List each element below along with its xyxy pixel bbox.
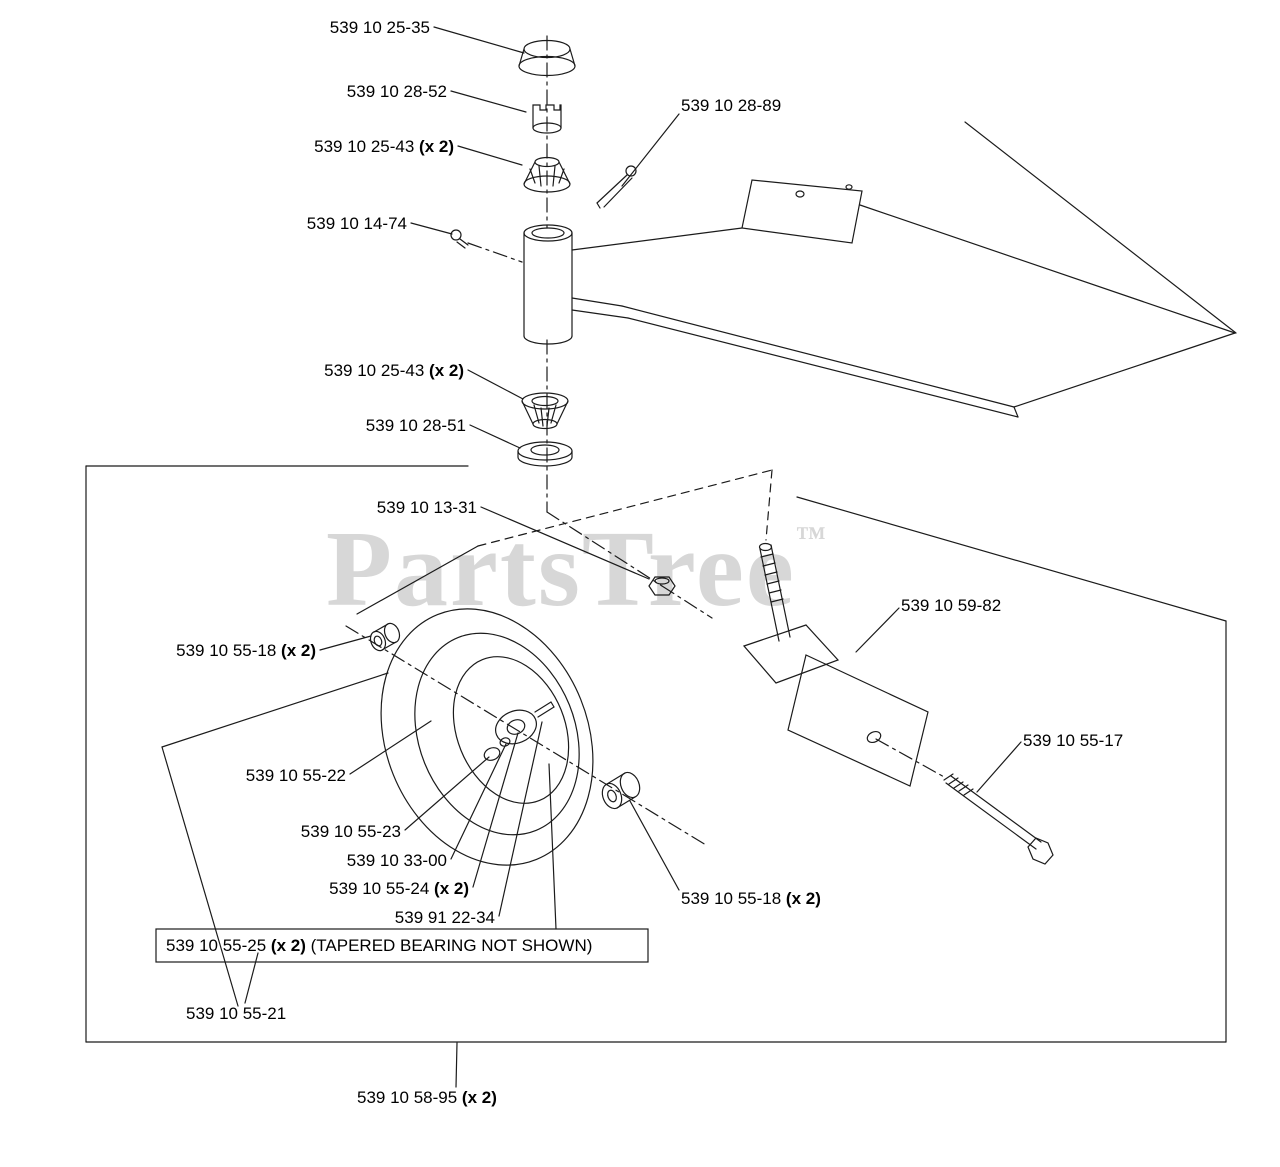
part-number: 539 10 25-43	[324, 361, 425, 380]
spindle-tube-drawing	[523, 224, 573, 345]
grease-fitting-drawing	[450, 229, 469, 249]
castle-nut-drawing	[532, 104, 562, 134]
part-label-539-10-55-25[interactable]: 539 10 55-25 (x 2) (TAPERED BEARING NOT …	[166, 936, 592, 956]
panel-border	[85, 465, 1227, 1043]
part-label-539-10-55-23[interactable]: 539 10 55-23	[251, 822, 401, 842]
part-number: 539 10 25-35	[329, 18, 430, 37]
part-label-539-10-55-22[interactable]: 539 10 55-22	[196, 766, 346, 786]
part-number: 539 10 55-25	[166, 936, 267, 955]
part-qty: (x 2)	[429, 879, 469, 898]
part-number: 539 10 13-31	[376, 498, 477, 517]
part-number: 539 10 14-74	[306, 214, 407, 233]
watermark-text: PartsTree	[326, 510, 796, 629]
note-box	[155, 928, 649, 963]
part-number: 539 10 55-23	[300, 822, 401, 841]
part-label-539-10-14-74[interactable]: 539 10 14-74	[257, 214, 407, 234]
part-label-539-10-55-21[interactable]: 539 10 55-21	[186, 1004, 286, 1024]
part-number: 539 10 55-22	[245, 766, 346, 785]
part-qty: (x 2)	[414, 137, 454, 156]
part-number: 539 91 22-34	[394, 908, 495, 927]
part-label-539-10-55-24[interactable]: 539 10 55-24 (x 2)	[299, 879, 469, 899]
part-label-539-10-28-89[interactable]: 539 10 28-89	[681, 96, 781, 116]
part-number: 539 10 33-00	[346, 851, 447, 870]
watermark: PartsTree™	[326, 508, 826, 632]
part-label-539-10-25-43-a[interactable]: 539 10 25-43 (x 2)	[274, 137, 454, 157]
part-number: 539 10 55-21	[186, 1004, 287, 1023]
part-number: 539 10 28-52	[346, 82, 447, 101]
part-number: 539 10 58-95	[357, 1088, 458, 1107]
part-number: 539 10 55-18	[681, 889, 782, 908]
part-qty: (x 2)	[781, 889, 821, 908]
part-label-539-10-33-00[interactable]: 539 10 33-00	[297, 851, 447, 871]
dust-cap-drawing	[518, 39, 576, 77]
frame-bracket-drawing	[571, 121, 1237, 418]
bushing-right-drawing	[601, 771, 641, 810]
part-label-539-10-59-82[interactable]: 539 10 59-82	[901, 596, 1001, 616]
part-label-539-10-58-95[interactable]: 539 10 58-95 (x 2)	[357, 1088, 497, 1108]
part-qty: (x 2)	[424, 361, 464, 380]
part-label-539-10-55-18-a[interactable]: 539 10 55-18 (x 2)	[146, 641, 316, 661]
wheel-drawing	[380, 608, 594, 866]
hidden-edge-lines	[356, 469, 773, 615]
center-axes	[345, 35, 947, 846]
part-number: 539 10 28-51	[365, 416, 466, 435]
axle-bolt-drawing	[943, 773, 1054, 865]
part-label-539-10-55-17[interactable]: 539 10 55-17	[1023, 731, 1123, 751]
part-number: 539 10 55-24	[329, 879, 430, 898]
part-number: 539 10 55-18	[176, 641, 277, 660]
part-number: 539 10 28-89	[681, 96, 782, 115]
part-label-539-10-25-35[interactable]: 539 10 25-35	[280, 18, 430, 38]
leader-lines	[244, 26, 1022, 1088]
seal-drawing	[517, 441, 573, 467]
part-number: 539 10 59-82	[901, 596, 1002, 615]
part-number: 539 10 55-17	[1023, 731, 1124, 750]
stem-nut-drawing	[648, 576, 676, 596]
part-label-539-10-13-31[interactable]: 539 10 13-31	[327, 498, 477, 518]
part-label-539-10-55-18-b[interactable]: 539 10 55-18 (x 2)	[681, 889, 821, 909]
part-number: 539 10 25-43	[314, 137, 415, 156]
bearing-cone-lower-drawing	[521, 392, 569, 430]
part-label-539-91-22-34[interactable]: 539 91 22-34	[345, 908, 495, 928]
part-qty: (x 2)	[276, 641, 316, 660]
part-qty: (x 2)	[457, 1088, 497, 1107]
part-note: (TAPERED BEARING NOT SHOWN)	[305, 936, 593, 955]
part-label-539-10-28-51[interactable]: 539 10 28-51	[316, 416, 466, 436]
part-label-539-10-28-52[interactable]: 539 10 28-52	[297, 82, 447, 102]
part-qty: (x 2)	[266, 936, 306, 955]
bushing-left-drawing	[369, 622, 401, 652]
trademark-symbol: ™	[795, 521, 826, 554]
bearing-cone-upper-drawing	[523, 156, 571, 193]
cotter-pin-drawing	[596, 165, 637, 209]
part-label-539-10-25-43-b[interactable]: 539 10 25-43 (x 2)	[284, 361, 464, 381]
caster-fork-drawing	[742, 542, 929, 787]
